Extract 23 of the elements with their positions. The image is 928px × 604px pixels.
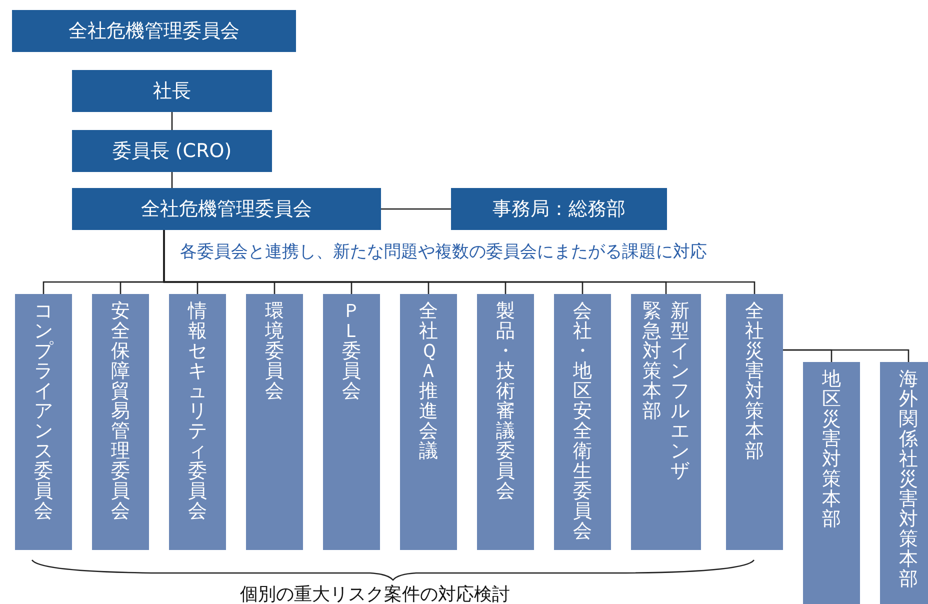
committee-box: 新型インフルエンザ緊急対策本部 — [631, 294, 701, 550]
connector-line — [171, 112, 173, 130]
committee-box: 地区災害対策本部 — [803, 362, 860, 604]
note-text: 各委員会と連携し、新たな問題や複数の委員会にまたがる課題に対応 — [180, 241, 707, 263]
committee-box: 全社ＱＡ推進会議 — [400, 294, 457, 550]
committee-box: 安全保障貿易管理委員会 — [92, 294, 149, 550]
committee-box: ＰＬ委員会 — [323, 294, 380, 550]
org-box: 委員長 (CRO) — [72, 130, 272, 172]
org-box: 社長 — [72, 70, 272, 112]
brace-label: 個別の重大リスク案件の対応検討 — [240, 583, 510, 604]
committee-box: コンプライアンス委員会 — [15, 294, 72, 550]
connector-line — [381, 208, 451, 210]
committee-box: 海外関係社災害対策本部 — [880, 362, 928, 604]
committee-box: 全社災害対策本部 — [726, 294, 783, 550]
committee-box: 情報セキュリティ委員会 — [169, 294, 226, 550]
connector-line — [171, 172, 173, 188]
committee-box: 環境委員会 — [246, 294, 303, 550]
org-box: 全社危機管理委員会 — [72, 188, 381, 230]
connector-line — [783, 349, 910, 362]
committee-box: 製品・技術審議委員会 — [477, 294, 534, 550]
org-box: 事務局：総務部 — [451, 188, 667, 230]
committee-box: 会社・地区安全衛生委員会 — [554, 294, 611, 550]
org-box: 全社危機管理委員会 — [12, 10, 296, 52]
